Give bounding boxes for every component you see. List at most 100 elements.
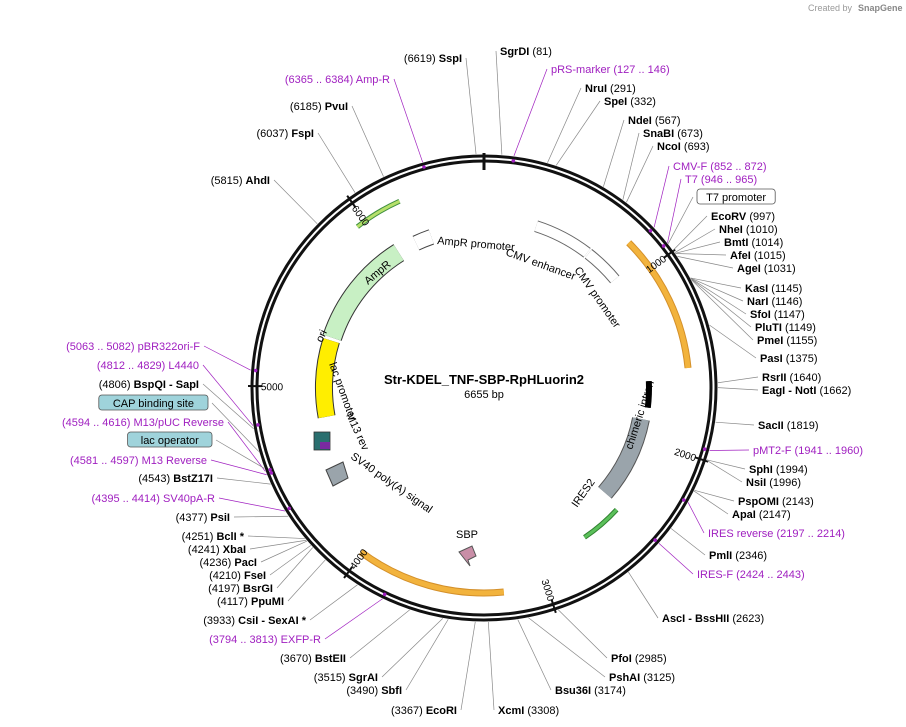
- left-label: (3490) SbfI: [346, 685, 402, 697]
- right-label-part: AgeI: [737, 263, 761, 275]
- right-label-part: (1145): [768, 283, 802, 295]
- right-label: NdeI (567): [628, 115, 681, 127]
- right-label-part: EcoRV: [711, 211, 747, 223]
- right-label-part: NdeI: [628, 115, 652, 127]
- right-label-part: AscI: [662, 613, 685, 625]
- left-label-part: M13/pUC Reverse: [134, 417, 224, 429]
- right-label-part: (1941 .. 1960): [792, 445, 864, 457]
- right-leader-line: [528, 617, 606, 678]
- left-label-part: (5815): [211, 175, 246, 187]
- left-feature-marker: [253, 368, 258, 373]
- left-label-part: BsrGI: [243, 583, 273, 595]
- right-leader-line: [628, 571, 659, 619]
- right-label-part: - BssHII: [685, 613, 729, 625]
- left-label-part: pBR322ori-F: [138, 341, 201, 353]
- right-label-part: (1375): [783, 353, 818, 365]
- right-feature-marker: [648, 228, 653, 233]
- left-label: lac operator: [141, 435, 199, 447]
- right-label: SpeI (332): [604, 96, 656, 108]
- left-label: (4241) XbaI: [188, 544, 246, 556]
- right-label: AscI - BssHII (2623): [662, 613, 764, 625]
- right-leader-line: [675, 253, 727, 256]
- right-label-part: (1640): [786, 372, 821, 384]
- left-leader-line: [287, 559, 326, 602]
- right-label-part: (1010): [743, 224, 778, 236]
- right-label-part: (3308): [524, 705, 559, 717]
- left-label-part: (3794 .. 3813): [209, 634, 281, 646]
- right-label-part: NarI: [747, 296, 768, 308]
- right-label: PshAI (3125): [609, 672, 675, 684]
- tick-mark: [343, 566, 354, 579]
- left-feature-marker: [382, 592, 387, 597]
- left-leader-line: [349, 609, 410, 659]
- left-feature-marker: [256, 423, 260, 427]
- left-label-part: FseI: [244, 570, 266, 582]
- left-leader-line: [405, 619, 449, 691]
- left-label: (3515) SgrAI: [314, 672, 378, 684]
- tick-label: 6000: [349, 204, 371, 229]
- tick-mark: [550, 599, 557, 614]
- tick-label: 3000: [538, 578, 555, 603]
- feature-label: SBP: [456, 529, 478, 541]
- right-label: ApaI (2147): [732, 509, 791, 521]
- right-label-part: SacII: [758, 420, 784, 432]
- left-leader-line: [273, 179, 318, 225]
- left-label-part: (4210): [209, 570, 244, 582]
- ori-arrow-body: [316, 338, 339, 419]
- right-label-part: pMT2-F: [753, 445, 792, 457]
- left-leader-line: [211, 402, 260, 452]
- right-label-part: EagI: [762, 385, 785, 397]
- feature-label: M13 rev: [343, 411, 371, 453]
- right-leader-line: [690, 278, 752, 328]
- left-label-part: XbaI: [223, 544, 246, 556]
- right-leader-line: [487, 621, 495, 711]
- right-leader-line: [658, 543, 694, 575]
- cds-band-rphluorin: [359, 549, 505, 596]
- right-label: SfoI (1147): [750, 309, 805, 321]
- right-leader-line: [694, 489, 735, 502]
- right-label-part: T7 promoter: [706, 192, 766, 204]
- left-leader-line: [260, 540, 308, 563]
- right-label-part: (946 .. 965): [698, 174, 757, 186]
- right-label-part: PspOMI: [738, 496, 779, 508]
- right-leader-line: [715, 421, 755, 426]
- left-label-part: (3670): [280, 653, 315, 665]
- right-leader-line: [706, 459, 743, 483]
- left-label-part: CAP binding site: [113, 398, 194, 410]
- right-label-part: KasI: [745, 283, 768, 295]
- left-leader-line: [269, 545, 312, 576]
- left-label-box: [127, 431, 213, 448]
- left-leader-line: [218, 497, 286, 512]
- right-leader-line: [717, 376, 759, 384]
- right-label: EagI - NotI (1662): [762, 385, 851, 397]
- tick-mark: [663, 248, 676, 259]
- right-label: NcoI (693): [657, 141, 710, 153]
- right-label-part: (2623): [729, 613, 764, 625]
- left-leader-line: [216, 477, 271, 485]
- right-label: PmlI (2346): [709, 550, 767, 562]
- right-leader-line: [495, 50, 503, 155]
- ires2-body: [598, 417, 649, 499]
- left-label-part: (3933): [203, 615, 238, 627]
- tick-mark: [346, 195, 357, 208]
- right-leader-line: [690, 278, 747, 315]
- right-label-part: NheI: [719, 224, 743, 236]
- left-label: (3794 .. 3813) EXFP-R: [209, 634, 321, 646]
- right-leader-line: [622, 132, 640, 200]
- left-leader-line: [324, 598, 383, 640]
- right-label-part: (2197 .. 2214): [773, 528, 845, 540]
- right-leader-line: [709, 324, 757, 359]
- left-label-part: SgrAI: [349, 672, 378, 684]
- left-label-part: SV40pA-R: [163, 493, 215, 505]
- left-label: (6619) SspI: [404, 53, 462, 65]
- left-label: (4395 .. 4414) SV40pA-R: [91, 493, 215, 505]
- left-label-part: (4236): [200, 557, 235, 569]
- right-label: AgeI (1031): [737, 263, 796, 275]
- left-label: CAP binding site: [113, 398, 194, 410]
- right-label-part: (1996): [766, 477, 801, 489]
- right-label: PasI (1375): [760, 353, 818, 365]
- left-leader-line: [393, 78, 423, 163]
- right-label-part: (2346): [732, 550, 767, 562]
- left-label: (6365 .. 6384) Amp-R: [285, 74, 390, 86]
- left-label-part: (4812 .. 4829): [97, 360, 169, 372]
